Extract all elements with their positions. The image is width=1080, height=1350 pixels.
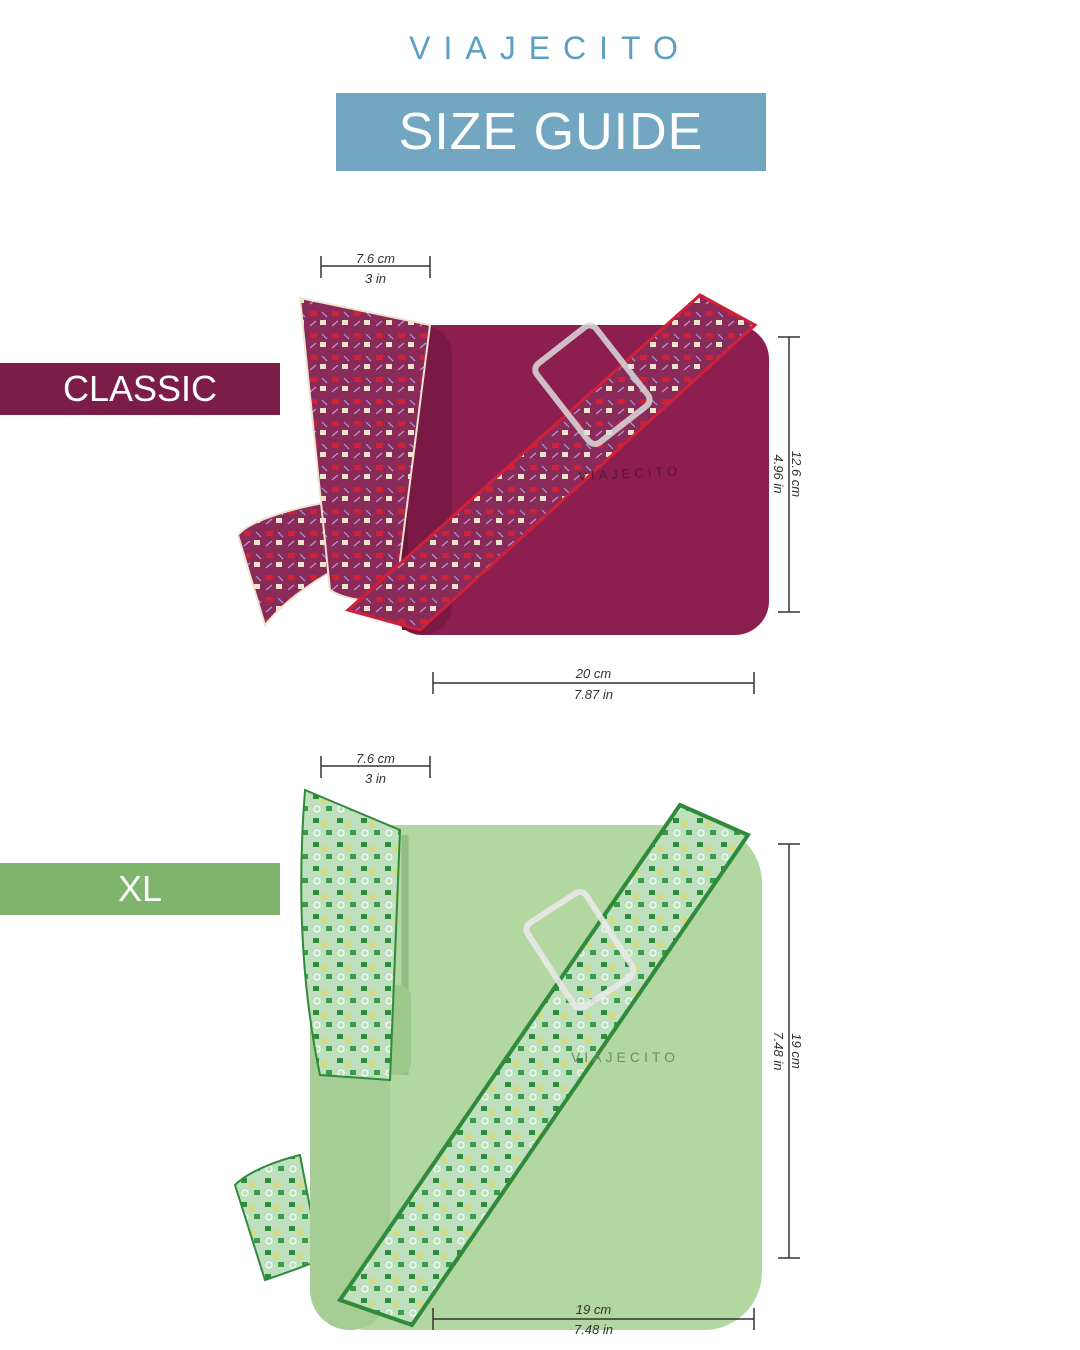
xl-height-in: 7.48 in [771,1031,786,1071]
xl-depth-cm: 7.6 cm [355,751,395,766]
xl-bag-logo: VIAJECITO [571,1049,679,1065]
brand-logo-text: VIAJECITO [409,30,691,66]
xl-bag-image: VIAJECITO [233,788,762,1330]
page-title: SIZE GUIDE [336,93,766,171]
size-label-xl: XL [0,863,280,915]
classic-height-cm: 12.6 cm [789,450,804,498]
size-label-classic-text: CLASSIC [62,368,218,409]
xl-width-cm: 19 cm [575,1302,612,1317]
classic-bag-logo: VIAJECITO [578,463,682,483]
size-label-xl-text: XL [117,868,163,909]
page-title-text: SIZE GUIDE [398,103,704,161]
classic-width-in: 7.87 in [573,687,614,702]
size-label-classic: CLASSIC [0,363,280,415]
xl-depth-in: 3 in [365,771,386,786]
classic-height-in: 4.96 in [771,454,786,494]
classic-width-cm: 20 cm [575,666,612,681]
classic-bag-image: VIAJECITO [236,293,769,635]
classic-depth-in: 3 in [365,271,386,286]
xl-dimension-lines [320,756,800,1330]
xl-height-cm: 19 cm [789,1033,804,1069]
classic-dimension-lines [320,256,800,694]
xl-width-in: 7.48 in [573,1322,614,1337]
classic-depth-cm: 7.6 cm [355,251,395,266]
